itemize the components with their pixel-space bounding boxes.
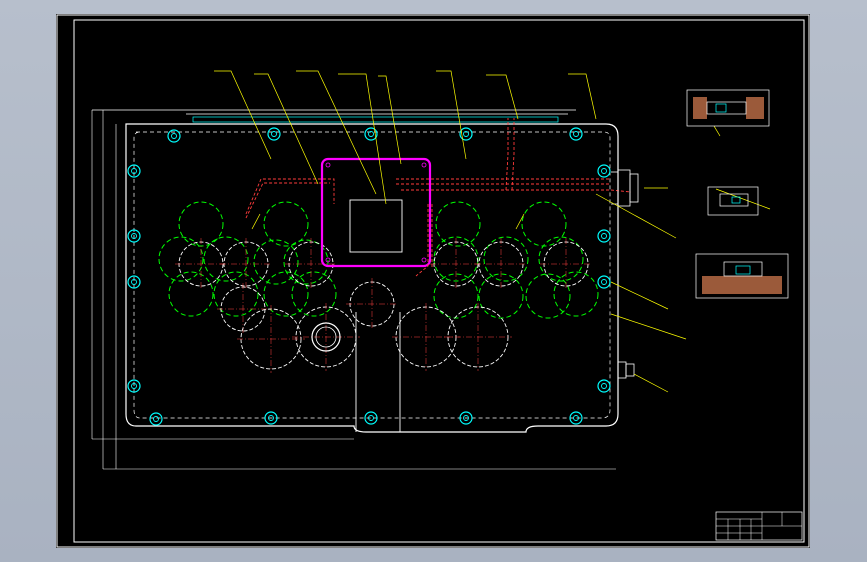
bearing-inner-icon xyxy=(315,326,337,348)
bolt-hole-icon xyxy=(597,275,611,289)
left-dimension-lines xyxy=(91,110,616,470)
outer-border xyxy=(56,14,810,548)
gear-pitch-circle-icon xyxy=(525,273,571,319)
gear-pitch-circle-icon xyxy=(433,236,479,282)
shaft-bore-icon xyxy=(292,303,360,371)
bearing-ring-icon xyxy=(311,322,341,352)
shaft-bores xyxy=(175,238,592,373)
oil-inlet-fitting xyxy=(611,169,639,207)
bolt-hole-icon xyxy=(569,127,583,141)
shaft-bore-icon xyxy=(475,238,527,290)
gear-pitch-circle-icon xyxy=(483,236,529,282)
bolt-hole-icon xyxy=(127,229,141,243)
gear-pitch-circle-icon xyxy=(538,236,584,282)
shaft-bore-icon xyxy=(285,238,337,290)
gear-pitch-circle-icon xyxy=(433,273,479,319)
bolt-hole-icon xyxy=(569,411,583,425)
drawing-sheet xyxy=(56,14,810,548)
bolt-hole-icon xyxy=(364,411,378,425)
gear-pitch-circle-icon xyxy=(203,236,249,282)
shaft-bore-icon xyxy=(540,238,592,290)
gear-pitch-circle-icon xyxy=(435,201,481,247)
leader-lines xyxy=(214,70,771,393)
bolt-hole-icon xyxy=(459,127,473,141)
gear-pitch-circle-icon xyxy=(213,271,259,317)
bolt-hole-icon xyxy=(149,412,163,426)
lower-slot xyxy=(355,312,401,432)
gearbox-layout-drawing xyxy=(56,14,810,548)
gear-pitch-circle-icon xyxy=(263,201,309,247)
bolt-hole-icon xyxy=(264,411,278,425)
gear-pitch-circle-icon xyxy=(168,271,214,317)
title-block xyxy=(715,511,803,541)
shaft-bore-icon xyxy=(217,283,269,335)
shaft-bore-icon xyxy=(220,238,272,290)
shaft-bore-icon xyxy=(444,303,512,371)
bolt-hole-icon xyxy=(267,127,281,141)
bolt-hole-icon xyxy=(459,411,473,425)
top-cover-plate xyxy=(92,109,576,123)
bolt-hole-icon xyxy=(597,164,611,178)
bolt-hole-icon xyxy=(127,164,141,178)
housing-outline xyxy=(125,123,619,433)
oil-lines xyxy=(245,118,632,277)
gear-pitch-circle-icon xyxy=(158,236,204,282)
detail-view-2 xyxy=(707,186,759,216)
bolt-hole-icon xyxy=(364,127,378,141)
bolt-hole-icon xyxy=(597,229,611,243)
gear-pitch-circles xyxy=(158,201,599,319)
gear-pitch-circle-icon xyxy=(478,273,524,319)
housing-inner-dashed xyxy=(133,131,611,419)
shaft-bore-icon xyxy=(237,305,305,373)
oil-pump-box xyxy=(320,157,432,268)
gear-pitch-circle-icon xyxy=(291,271,337,317)
detail-view-3 xyxy=(695,253,789,299)
bolt-holes xyxy=(127,127,611,426)
bolt-hole-icon xyxy=(167,129,181,143)
gear-pitch-circle-icon xyxy=(263,271,309,317)
drawing-frame xyxy=(73,19,805,543)
bolt-hole-icon xyxy=(127,379,141,393)
detail-view-1 xyxy=(686,89,770,127)
gear-pitch-circle-icon xyxy=(521,201,567,247)
gear-pitch-circle-icon xyxy=(253,239,299,285)
drain-plug xyxy=(617,361,635,379)
bolt-hole-icon xyxy=(127,275,141,289)
bolt-hole-icon xyxy=(597,379,611,393)
gear-pitch-circle-icon xyxy=(553,271,599,317)
shaft-bore-icon xyxy=(346,278,398,330)
